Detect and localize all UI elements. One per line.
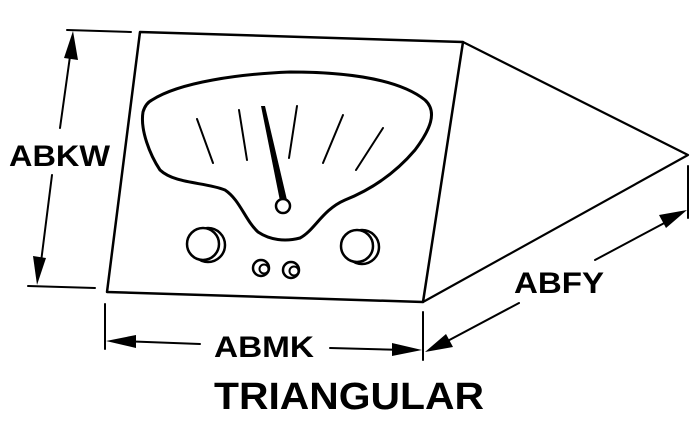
diagram-title: TRIANGULAR bbox=[214, 376, 484, 418]
dimension-line-lower bbox=[39, 174, 53, 271]
left-knob bbox=[185, 226, 227, 264]
arrowhead-down-icon bbox=[33, 256, 46, 285]
dimension-abkw: ABKW bbox=[9, 29, 132, 289]
arrowhead-up-right-icon bbox=[659, 210, 687, 228]
left-jack bbox=[251, 258, 271, 278]
dimension-line-lower bbox=[439, 302, 520, 346]
gauge bbox=[140, 70, 433, 242]
extension-line-top bbox=[66, 29, 132, 33]
tick-mark-1 bbox=[196, 118, 214, 164]
dimension-abmk: ABMK bbox=[104, 303, 424, 364]
needle bbox=[261, 106, 287, 201]
knobs bbox=[185, 226, 381, 266]
dimension-abfy: ABFY bbox=[425, 165, 689, 352]
tick-mark-3 bbox=[288, 105, 298, 159]
tick-mark-2 bbox=[238, 109, 248, 161]
tick-mark-5 bbox=[355, 127, 384, 171]
right-jack bbox=[281, 260, 301, 280]
right-knob bbox=[339, 228, 381, 266]
gauge-face-outline bbox=[140, 70, 433, 242]
arrowhead-down-left-icon bbox=[425, 334, 453, 352]
arrowhead-left-icon bbox=[106, 335, 136, 348]
jacks bbox=[251, 258, 301, 280]
housing bbox=[105, 30, 690, 304]
extension-line-bottom bbox=[27, 285, 96, 289]
dimension-label-abmk: ABMK bbox=[214, 331, 314, 364]
arrowhead-right-icon bbox=[392, 343, 422, 356]
dimension-line-upper bbox=[594, 219, 671, 261]
dimension-label-abfy: ABFY bbox=[514, 267, 604, 300]
triangular-side bbox=[421, 40, 690, 304]
arrowhead-up-icon bbox=[64, 31, 78, 60]
needle-pivot bbox=[274, 197, 292, 215]
dimension-label-abkw: ABKW bbox=[9, 140, 111, 173]
tick-mark-4 bbox=[322, 114, 344, 164]
